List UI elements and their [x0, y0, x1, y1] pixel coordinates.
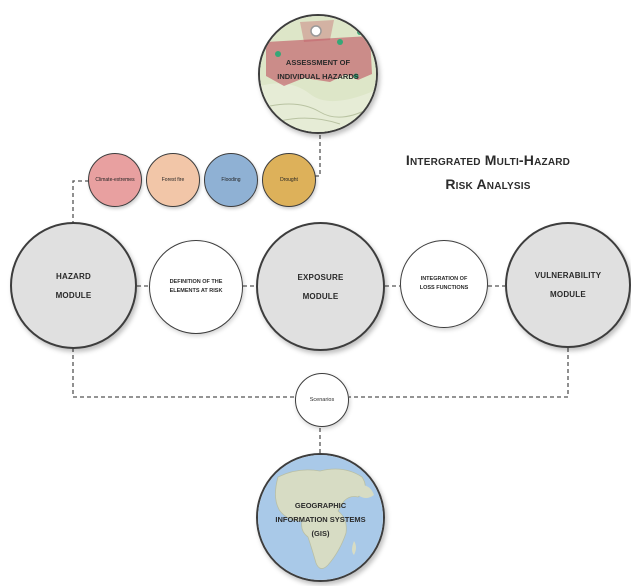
diagram-title: Intergrated Multi-Hazard Risk Analysis [380, 148, 596, 196]
hazard-module-label-line2: module [55, 290, 92, 300]
hazard-type-label: Climate-extremes [95, 177, 135, 183]
gis-label-line2: information systems [275, 514, 366, 524]
hazard-type-climate-extremes: Climate-extremes [88, 153, 142, 207]
exposure-module-node: Exposure module [256, 222, 385, 351]
hazard-type-forest-fire: Forest fire [146, 153, 200, 207]
definition-label-line2: elements at risk [169, 288, 223, 294]
map-marker-icon [275, 51, 281, 57]
map-marker-icon [353, 73, 359, 79]
gis-node: Geographic information systems (GIS) [256, 453, 385, 582]
vulnerability-module-node: Vulnerability module [505, 222, 631, 348]
gis-label-line1: Geographic [294, 500, 347, 510]
hazard-type-drought: Drought [262, 153, 316, 207]
hazard-module-node: Hazard module [10, 222, 137, 349]
integration-label-line1: Integration of [420, 276, 468, 282]
exposure-module-label-line1: Exposure [297, 272, 344, 282]
hazard-map-image [260, 16, 376, 132]
globe-map-image [258, 455, 383, 580]
definition-node: Definition of the elements at risk [149, 240, 243, 334]
integration-label-line2: loss functions [419, 285, 469, 291]
hazard-type-label: Forest fire [161, 177, 185, 183]
connector-hazard-to-scenarios [72, 348, 295, 398]
integration-node: Integration of loss functions [400, 240, 488, 328]
assessment-label-line2: individual hazards [277, 72, 359, 81]
exposure-module-label-line2: module [302, 291, 339, 301]
scenarios-node: Scenarios [295, 373, 349, 427]
hazard-type-label: Drought [280, 177, 298, 183]
map-marker-icon [357, 29, 363, 35]
connector-vulnerability-to-scenarios [349, 348, 569, 398]
assessment-node: Assessment of individual hazards [258, 14, 378, 134]
definition-label-line1: Definition of the [169, 279, 223, 285]
map-marker-icon [337, 39, 343, 45]
hazard-module-label-line1: Hazard [56, 271, 91, 281]
vulnerability-module-label-line1: Vulnerability [534, 271, 602, 280]
hazard-type-label: Flooding [221, 177, 241, 183]
title-line2: Risk Analysis [445, 176, 531, 192]
map-pin-icon [310, 25, 322, 37]
gis-label-line3: (GIS) [311, 528, 330, 538]
connector-hazard-types-to-hazard-module [72, 180, 89, 228]
vulnerability-module-label-line2: module [550, 290, 586, 299]
scenarios-label: Scenarios [309, 396, 335, 403]
hazard-type-flooding: Flooding [204, 153, 258, 207]
assessment-label-line1: Assessment of [285, 58, 351, 67]
connector-assessment-to-hazard-types [315, 128, 321, 177]
title-line1: Intergrated Multi-Hazard [405, 152, 571, 168]
